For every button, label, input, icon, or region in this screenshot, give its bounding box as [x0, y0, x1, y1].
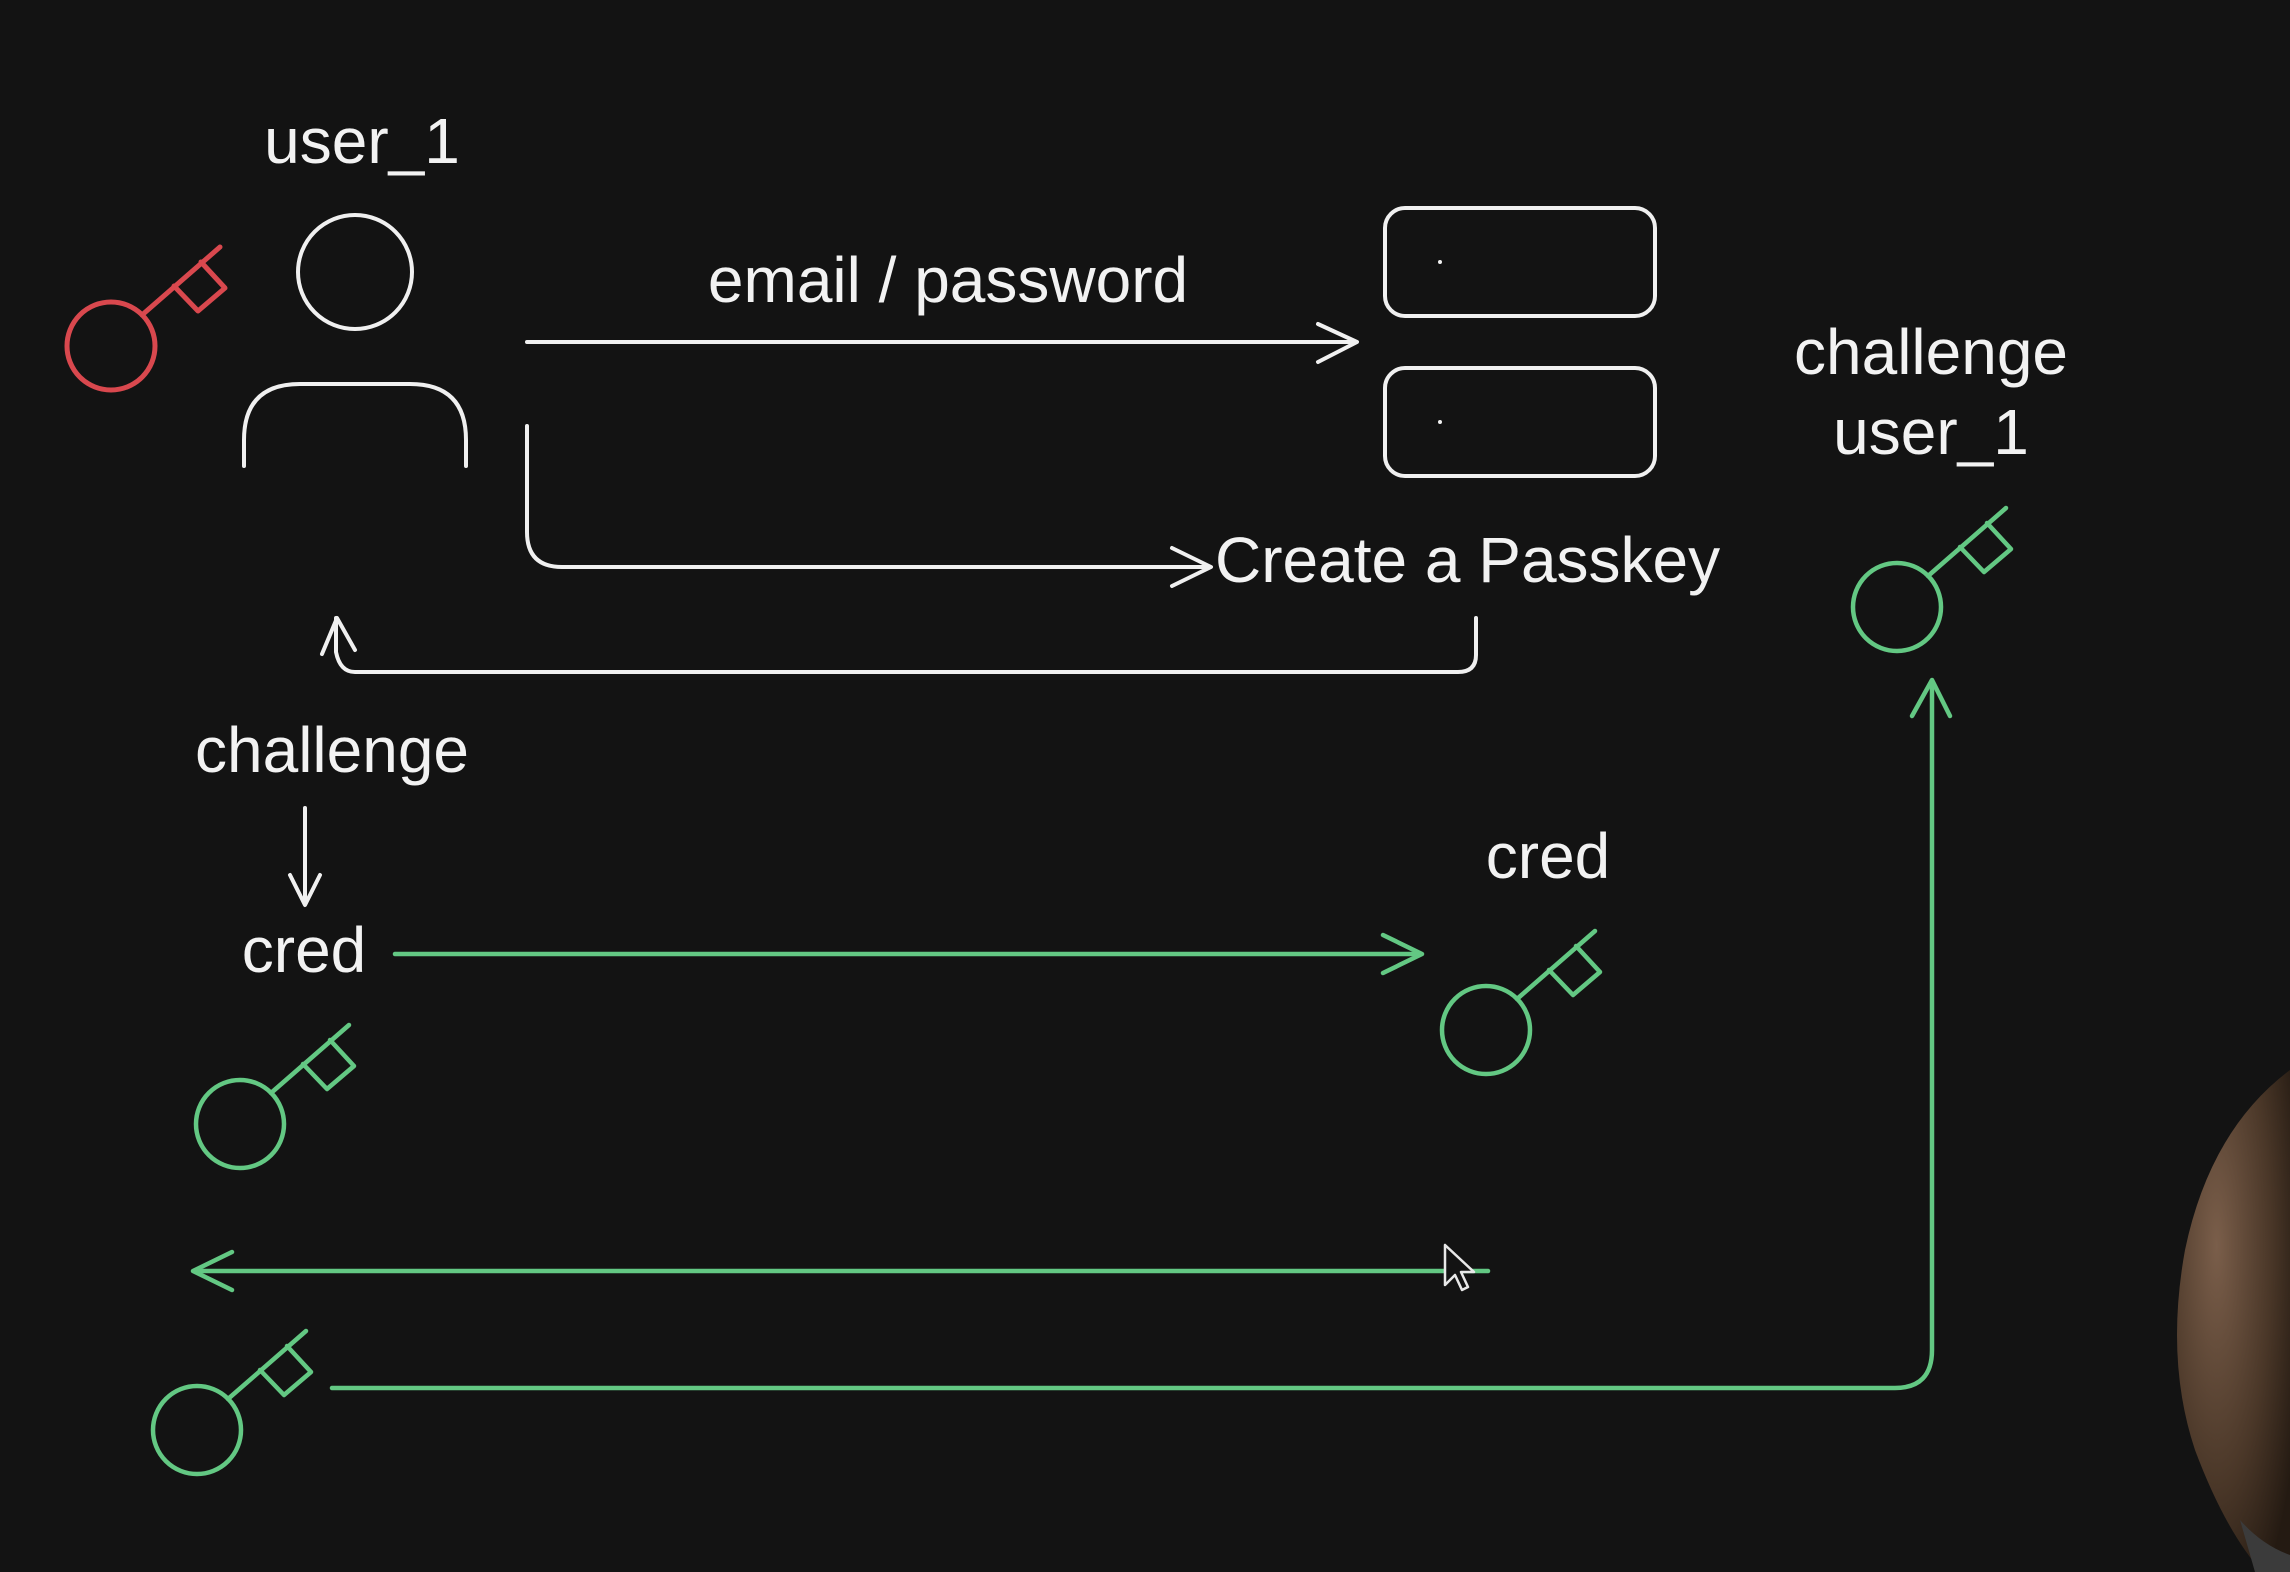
- user-label: user_1: [264, 105, 460, 177]
- red-key-icon: [64, 244, 228, 393]
- green-key-icon-server: [1439, 928, 1603, 1077]
- challenge-to-cred-arrow: [288, 806, 322, 907]
- login-arrow-label: email / password: [708, 244, 1188, 316]
- cred-send-arrow: [392, 932, 1425, 976]
- challenge-label-left: challenge: [195, 714, 469, 786]
- login-form: [1383, 206, 1657, 478]
- challenge-label-right: challenge: [1794, 316, 2068, 388]
- create-passkey-arrow: [525, 424, 1213, 588]
- green-key-icon-left: [193, 1022, 357, 1171]
- challenge-return-arrow: [320, 616, 1478, 674]
- login-arrow: [525, 322, 1359, 364]
- user-label-right: user_1: [1833, 396, 2029, 468]
- cred-label-right: cred: [1486, 820, 1611, 892]
- create-passkey-label: Create a Passkey: [1215, 524, 1720, 596]
- green-key-icon-bottom: [150, 1328, 314, 1477]
- cred-return-arrow: [190, 1249, 1491, 1293]
- verify-arrow: [329, 677, 1953, 1391]
- password-field-icon: [1383, 366, 1657, 478]
- presenter-webcam: [2177, 1070, 2290, 1572]
- email-field-icon: [1383, 206, 1657, 318]
- cred-label-left: cred: [242, 914, 367, 986]
- green-key-icon-top-right: [1850, 505, 2014, 654]
- user-icon: [242, 213, 468, 468]
- mouse-cursor-icon: [1443, 1243, 1476, 1292]
